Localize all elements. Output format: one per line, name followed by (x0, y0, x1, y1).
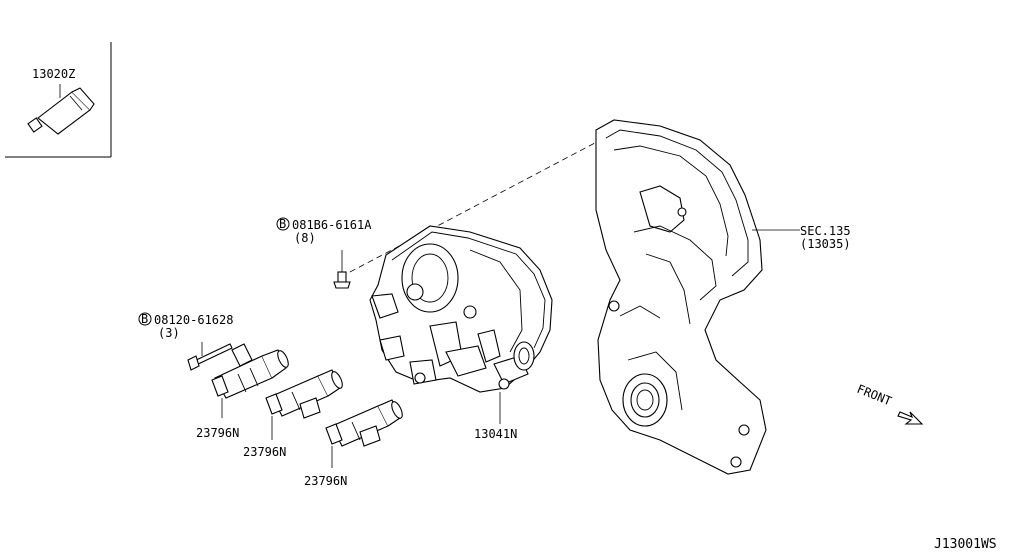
bolt-a-callout: B 081B6-6161A (8) (276, 217, 372, 289)
sealant-label: 13020Z (32, 67, 75, 81)
bolt-a-qty: (8) (294, 231, 316, 245)
bolt-a-marker-icon (276, 217, 290, 231)
sealant-tube-icon (27, 87, 95, 135)
front-direction: FRONT (855, 382, 924, 425)
bolt-b-callout: B 08120-61628 (3) (138, 312, 233, 371)
diagram-code: J13001WS (934, 537, 997, 552)
bolt-b-qty: (3) (158, 326, 180, 340)
solenoid-valve-2: 23796N (243, 369, 343, 459)
valve-3-label: 23796N (304, 474, 347, 488)
front-label: FRONT (855, 382, 894, 409)
bolt-b-icon (187, 343, 233, 371)
front-cover: 13041N (369, 225, 553, 441)
timing-case: SEC.135 (13035) (595, 119, 851, 475)
sealant-inset: 13020Z (5, 42, 112, 158)
valve-1-label: 23796N (196, 426, 239, 440)
arrow-down-right-icon (897, 411, 924, 425)
cover-label: 13041N (474, 427, 517, 441)
bolt-a-code: 081B6-6161A (292, 218, 372, 232)
bolt-b-code: 08120-61628 (154, 313, 233, 327)
sec-ref-label: SEC.135 (800, 224, 851, 238)
bolt-a-marker: B (279, 217, 286, 231)
sec-ref-sub-label: (13035) (800, 237, 851, 251)
valve-2-label: 23796N (243, 445, 286, 459)
bolt-b-marker: B (141, 312, 148, 326)
solenoid-valve-3: 23796N (304, 399, 403, 488)
bolt-a-icon (333, 271, 351, 289)
bolt-b-marker-icon (138, 312, 152, 326)
alignment-line (349, 134, 611, 273)
solenoid-valve-1: 23796N (196, 343, 289, 440)
